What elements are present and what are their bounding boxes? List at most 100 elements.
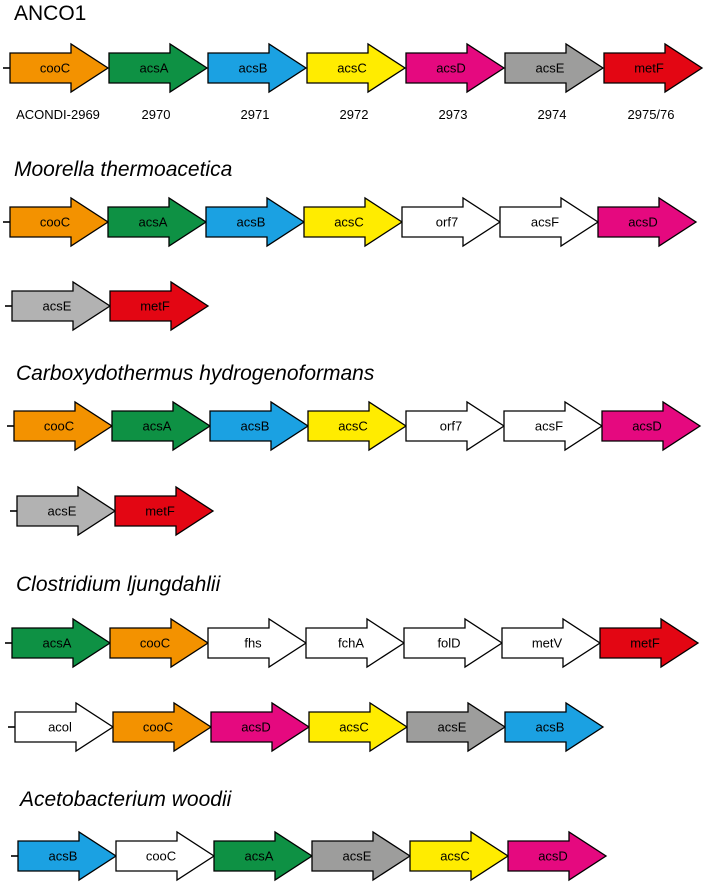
gene-label: cooC <box>40 215 70 230</box>
gene-label: acsB <box>237 215 266 230</box>
gene-label: acsF <box>535 419 563 434</box>
gene-label: acsD <box>241 720 271 735</box>
gene-arrow-acsE: acsE <box>311 830 412 882</box>
gene-arrow-shape <box>311 830 412 882</box>
gene-label: acsE <box>343 849 372 864</box>
gene-label: cooC <box>140 636 170 651</box>
locus-tag: 2975/76 <box>627 107 675 122</box>
gene-arrow-shape <box>409 830 510 882</box>
gene-label: acsE <box>48 504 77 519</box>
gene-label: acsE <box>43 299 72 314</box>
gene-arrow-acsB: acsB <box>504 701 605 753</box>
gene-label: acsA <box>245 849 274 864</box>
gene-arrow-shape <box>114 485 215 537</box>
gene-label: cooC <box>44 419 74 434</box>
gene-label: folD <box>437 636 460 651</box>
organism-title-clostridium: Clostridium ljungdahlii <box>16 573 221 596</box>
gene-arrow-shape <box>406 701 507 753</box>
gene-arrow-shape <box>405 400 506 452</box>
gene-arrow-shape <box>210 701 311 753</box>
gene-arrow-shape <box>213 830 314 882</box>
gene-label: acsC <box>339 720 369 735</box>
gene-arrow-shape <box>308 701 409 753</box>
gene-arrow-shape <box>13 400 114 452</box>
gene-label: acol <box>48 720 72 735</box>
organism-title-acetobacterium: Acetobacterium woodii <box>20 788 232 811</box>
gene-label: fchA <box>338 636 364 651</box>
gene-arrow-acsA: acsA <box>107 196 208 248</box>
gene-arrow-shape <box>207 617 308 669</box>
gene-arrow-shape <box>504 701 605 753</box>
gene-arrow-cooC: cooC <box>115 830 216 882</box>
gene-label: cooC <box>40 61 70 76</box>
gene-arrow-acsC: acsC <box>308 701 409 753</box>
gene-arrow-metF: metF <box>603 42 704 94</box>
gene-arrow-acsB: acsB <box>207 42 308 94</box>
gene-label: acsB <box>49 849 78 864</box>
organism-title-carboxydothermus: Carboxydothermus hydrogenoformans <box>16 362 375 385</box>
gene-label: metF <box>145 504 175 519</box>
gene-arrow-acsC: acsC <box>303 196 404 248</box>
gene-label: acsA <box>139 215 168 230</box>
gene-label: acsC <box>334 215 364 230</box>
gene-arrow-shape <box>209 400 310 452</box>
gene-arrow-acsD: acsD <box>507 830 608 882</box>
gene-label: acsA <box>140 61 169 76</box>
gene-label: acsF <box>531 215 559 230</box>
gene-arrow-shape <box>599 617 700 669</box>
gene-label: acsD <box>632 419 662 434</box>
gene-label: metV <box>532 636 563 651</box>
gene-arrow-acsE: acsE <box>16 485 117 537</box>
gene-arrow-acsE: acsE <box>504 42 605 94</box>
gene-arrow-shape <box>115 830 216 882</box>
gene-arrow-shape <box>401 196 502 248</box>
gene-arrow-acsD: acsD <box>210 701 311 753</box>
gene-arrow-shape <box>111 400 212 452</box>
gene-label: acsD <box>538 849 568 864</box>
gene-label: acsB <box>536 720 565 735</box>
gene-arrow-fhs: fhs <box>207 617 308 669</box>
gene-arrow-shape <box>305 617 406 669</box>
gene-arrow-cooC: cooC <box>112 701 213 753</box>
locus-tag: 2970 <box>141 107 171 122</box>
gene-label: metF <box>140 299 170 314</box>
gene-arrow-shape <box>597 196 698 248</box>
gene-arrow-shape <box>405 42 506 94</box>
gene-arrow-acsA: acsA <box>108 42 209 94</box>
locus-tag: 2974 <box>537 107 567 122</box>
gene-arrow-acsA: acsA <box>213 830 314 882</box>
gene-arrow-shape <box>16 485 117 537</box>
organism-title-anco1: ANCO1 <box>14 2 87 25</box>
gene-arrow-shape <box>14 701 115 753</box>
gene-arrow-acsB: acsB <box>209 400 310 452</box>
gene-arrow-cooC: cooC <box>9 196 110 248</box>
gene-arrow-metF: metF <box>114 485 215 537</box>
gene-arrow-shape <box>507 830 608 882</box>
gene-label: acsE <box>438 720 467 735</box>
gene-arrow-shape <box>603 42 704 94</box>
gene-arrow-shape <box>112 701 213 753</box>
gene-arrow-acsE: acsE <box>406 701 507 753</box>
gene-label: acsB <box>241 419 270 434</box>
gene-arrow-acsA: acsA <box>111 400 212 452</box>
gene-arrow-shape <box>109 280 210 332</box>
gene-arrow-shape <box>109 617 210 669</box>
gene-arrow-shape <box>17 830 118 882</box>
gene-arrow-acsC: acsC <box>307 400 408 452</box>
gene-arrow-metF: metF <box>109 280 210 332</box>
gene-arrow-acsF: acsF <box>499 196 600 248</box>
gene-arrow-acsC: acsC <box>409 830 510 882</box>
gene-arrow-shape <box>9 42 110 94</box>
gene-label: fhs <box>244 636 262 651</box>
gene-label: acsE <box>536 61 565 76</box>
gene-arrow-shape <box>307 400 408 452</box>
gene-label: metF <box>634 61 664 76</box>
gene-arrow-acol: acol <box>14 701 115 753</box>
gene-arrow-shape <box>205 196 306 248</box>
locus-tag: 2971 <box>240 107 270 122</box>
gene-arrow-acsB: acsB <box>17 830 118 882</box>
gene-label: cooC <box>143 720 173 735</box>
gene-arrow-metV: metV <box>501 617 602 669</box>
gene-arrow-acsE: acsE <box>11 280 112 332</box>
